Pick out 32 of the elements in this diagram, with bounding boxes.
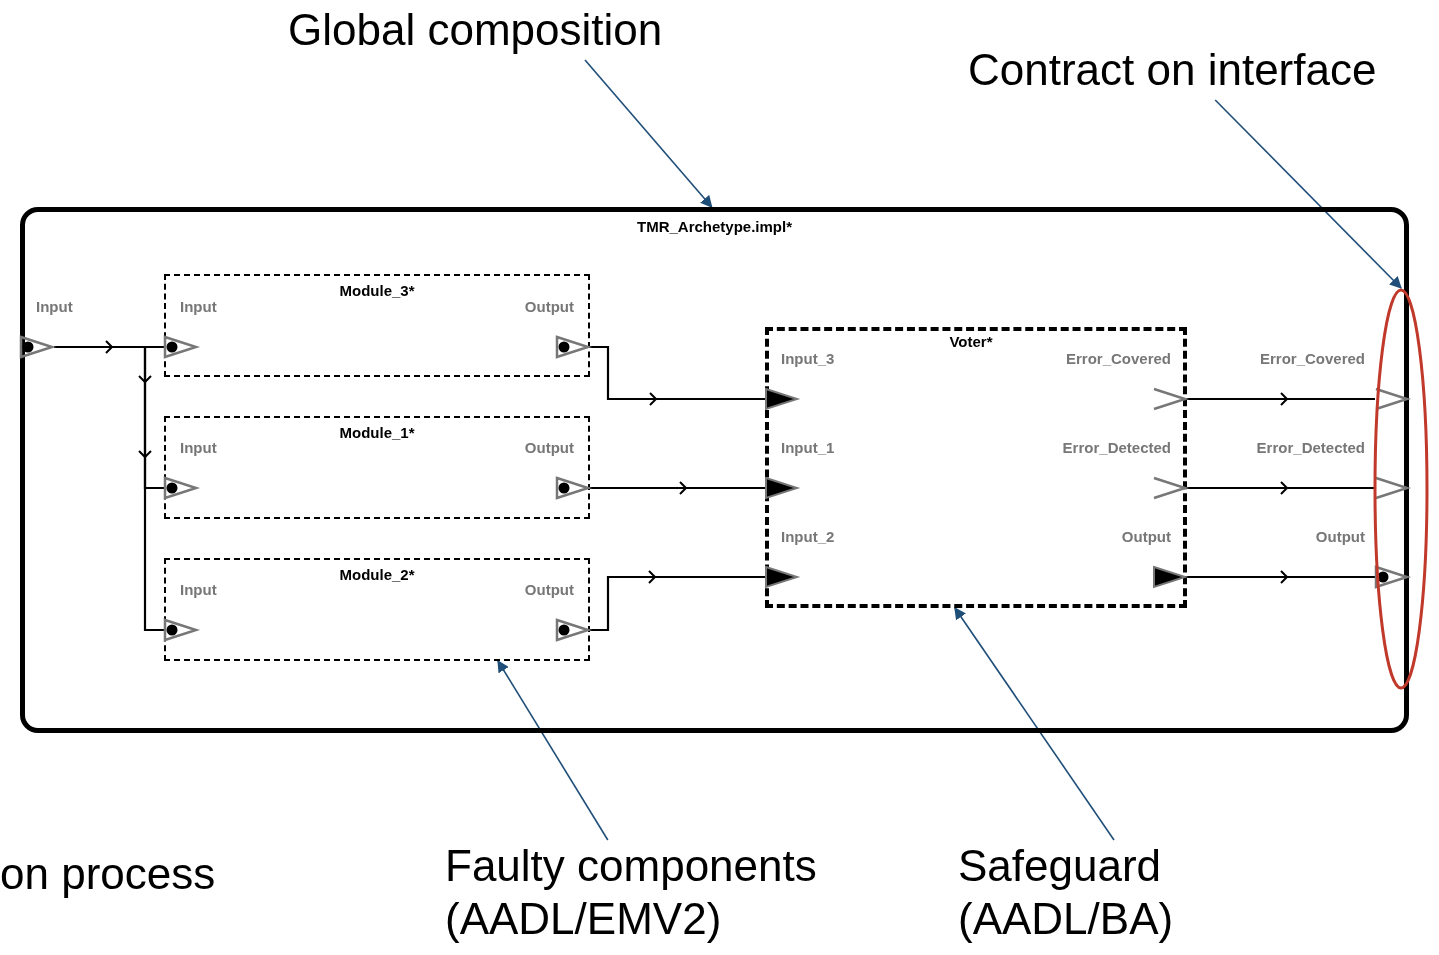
system-box (20, 207, 1409, 733)
component-title: Module_3* (339, 282, 415, 299)
port-label: Output (524, 438, 574, 458)
port-label: Output (1315, 527, 1365, 547)
component-title: Module_1* (339, 424, 415, 441)
port-label: Output (524, 580, 574, 600)
port-label: Error_Covered (1065, 349, 1171, 369)
component-title: Module_2* (339, 566, 415, 583)
port-label: Input (180, 438, 217, 458)
port-label: Error_Covered (1259, 349, 1365, 369)
highlight-ellipse (1373, 288, 1429, 690)
component-box (164, 416, 590, 519)
caption-text: on process (0, 848, 216, 900)
component-box (164, 274, 590, 377)
port-label: Output (524, 297, 574, 317)
port-label: Input (36, 297, 73, 317)
component-title: Voter* (949, 333, 993, 350)
port-label: Input (180, 297, 217, 317)
port-label: Error_Detected (1256, 438, 1365, 458)
port-label: Input_3 (781, 349, 835, 369)
port-label: Input_2 (781, 527, 835, 547)
component-box (765, 327, 1187, 608)
port-label: Output (1121, 527, 1171, 547)
component-title: TMR_Archetype.impl* (637, 218, 792, 235)
port-label: Input_1 (781, 438, 835, 458)
port-label: Input (180, 580, 217, 600)
annotation-text: Safeguard (AADL/BA) (958, 840, 1218, 950)
annotation-text: Faulty components (AADL/EMV2) (445, 840, 885, 950)
port-label: Error_Detected (1062, 438, 1171, 458)
annotation-text: Contract on interface (968, 44, 1438, 100)
annotation-text: Global composition (288, 4, 728, 60)
component-box (164, 558, 590, 661)
